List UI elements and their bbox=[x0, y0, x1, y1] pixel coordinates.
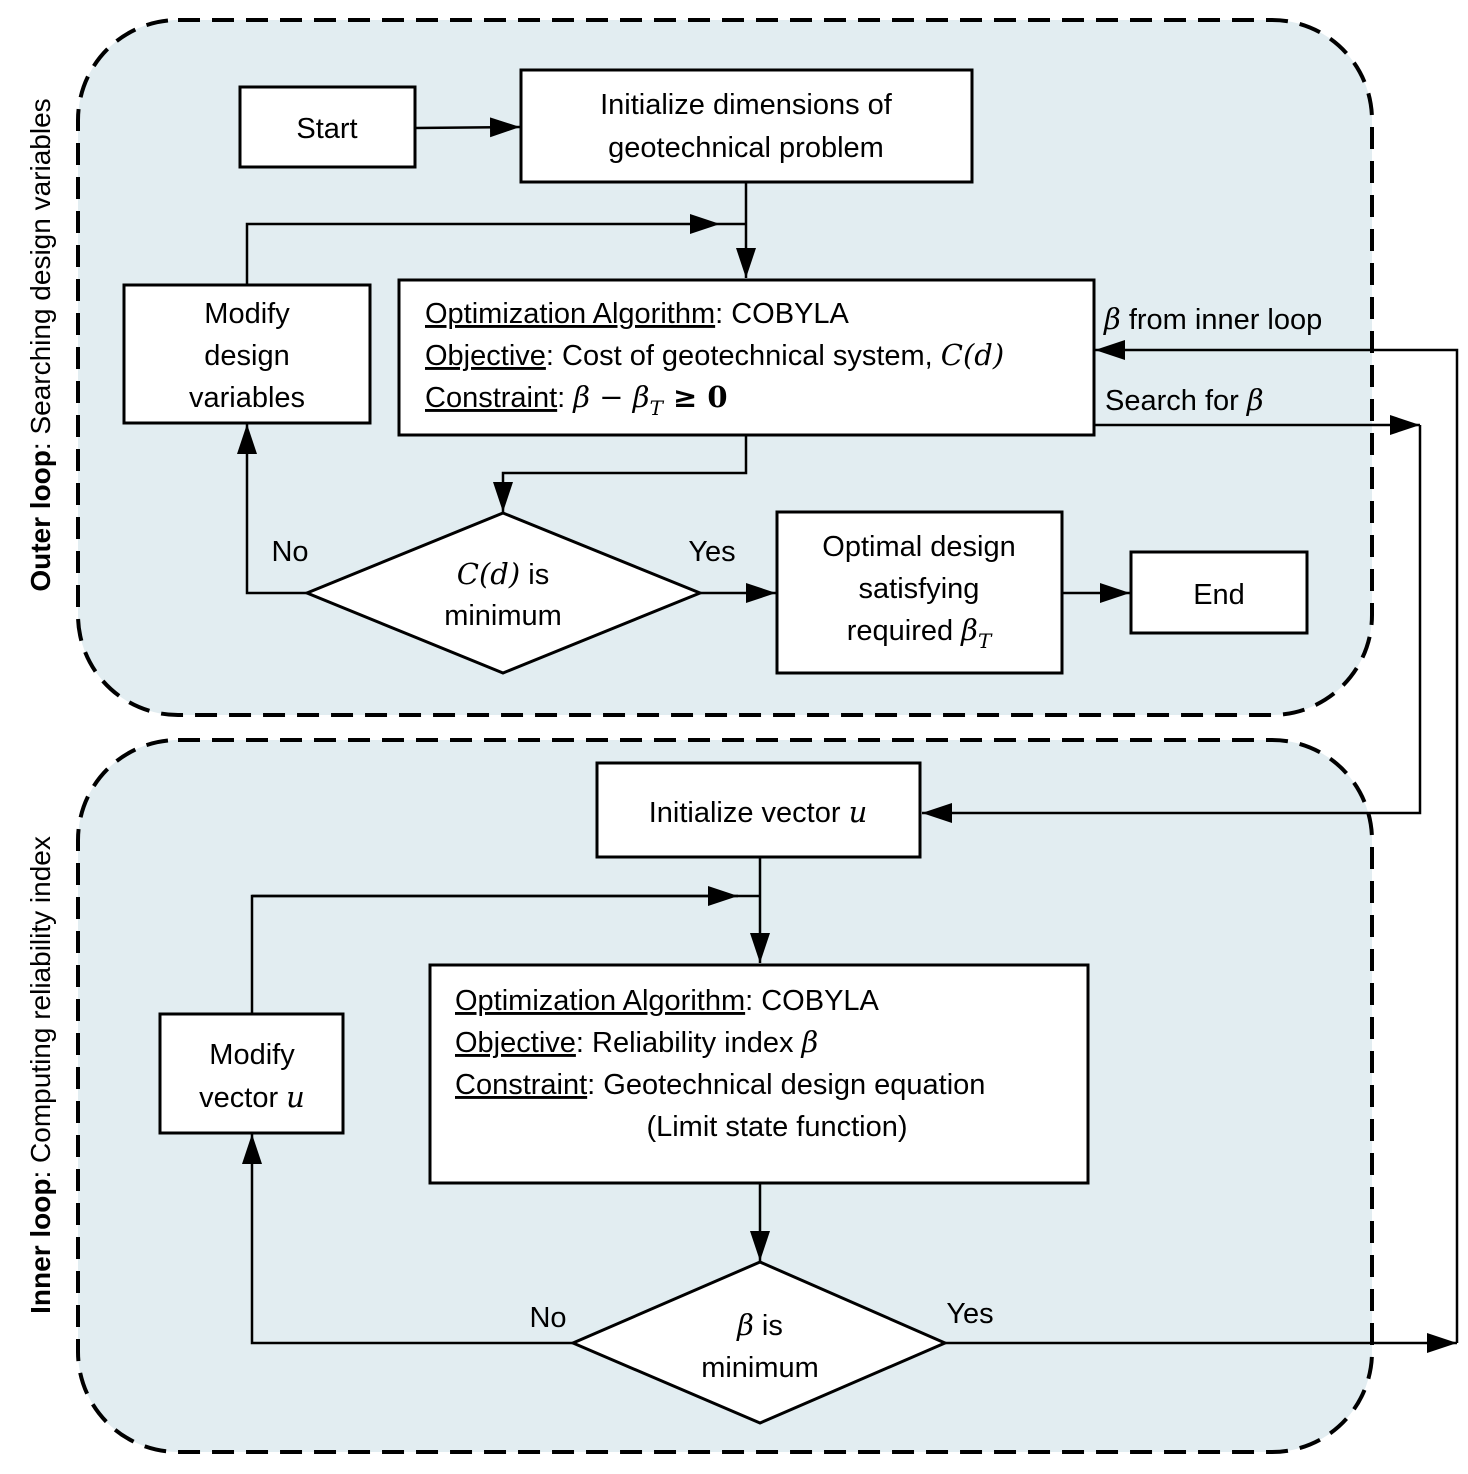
modify-vector-node: Modify vector u bbox=[158, 1012, 345, 1135]
svg-text:satisfying: satisfying bbox=[859, 573, 980, 605]
svg-text:required βT: required βT bbox=[847, 613, 993, 653]
svg-text:Initialize dimensions of: Initialize dimensions of bbox=[600, 89, 893, 121]
svg-text:End: End bbox=[1193, 579, 1245, 611]
svg-text:Objective: Cost of geotechnica: Objective: Cost of geotechnical system, … bbox=[425, 338, 1004, 372]
svg-text:Optimal design: Optimal design bbox=[822, 531, 1015, 563]
svg-text:β is: β is bbox=[736, 1308, 783, 1342]
svg-text:Start: Start bbox=[296, 113, 357, 145]
inner-no-label: No bbox=[529, 1302, 566, 1334]
svg-text:(Limit state function): (Limit state function) bbox=[646, 1111, 907, 1143]
svg-text:Constraint: Geotechnical desig: Constraint: Geotechnical design equation bbox=[455, 1069, 985, 1101]
svg-text:C(d) is: C(d) is bbox=[457, 557, 549, 591]
svg-text:minimum: minimum bbox=[444, 600, 562, 632]
svg-text:Modify: Modify bbox=[204, 298, 290, 330]
svg-text:geotechnical problem: geotechnical problem bbox=[608, 132, 884, 164]
svg-text:Constraint: β − βT ≥ 0: Constraint: β − βT ≥ 0 bbox=[425, 380, 728, 420]
search-for-beta-label: Search for β bbox=[1105, 383, 1264, 417]
svg-text:minimum: minimum bbox=[701, 1352, 819, 1384]
svg-text:Optimization Algorithm: COBYLA: Optimization Algorithm: COBYLA bbox=[425, 298, 850, 330]
svg-text:vector u: vector u bbox=[199, 1080, 305, 1114]
inner-loop-side-label: Inner loop: Computing reliability index bbox=[25, 836, 56, 1314]
svg-text:Objective: Reliability index β: Objective: Reliability index β bbox=[455, 1025, 818, 1059]
end-node: End bbox=[1129, 550, 1309, 635]
svg-text:design: design bbox=[204, 340, 289, 372]
cost-minimum-decision: C(d) is minimum bbox=[303, 511, 704, 675]
beta-from-inner-label: β from inner loop bbox=[1103, 302, 1322, 336]
outer-yes-label: Yes bbox=[688, 536, 735, 568]
svg-text:variables: variables bbox=[189, 382, 305, 414]
initialize-dimensions-node: Initialize dimensions of geotechnical pr… bbox=[519, 68, 974, 184]
svg-text:Optimization Algorithm: COBYLA: Optimization Algorithm: COBYLA bbox=[455, 985, 880, 1017]
outer-no-label: No bbox=[271, 536, 308, 568]
svg-text:Modify: Modify bbox=[209, 1039, 295, 1071]
outer-optimization-node: Optimization Algorithm: COBYLA Objective… bbox=[397, 278, 1096, 437]
optimal-design-node: Optimal design satisfying required βT bbox=[775, 510, 1064, 675]
svg-text:Initialize vector u: Initialize vector u bbox=[649, 795, 868, 829]
modify-design-variables-node: Modify design variables bbox=[122, 283, 372, 425]
outer-loop-side-label: Outer loop: Searching design variables bbox=[25, 98, 56, 591]
beta-minimum-decision: β is minimum bbox=[569, 1260, 949, 1425]
connectors bbox=[237, 117, 1459, 1353]
inner-optimization-node: Optimization Algorithm: COBYLA Objective… bbox=[428, 963, 1090, 1185]
initialize-vector-node: Initialize vector u bbox=[595, 761, 922, 859]
inner-yes-label: Yes bbox=[946, 1298, 993, 1330]
start-node: Start bbox=[238, 85, 417, 169]
